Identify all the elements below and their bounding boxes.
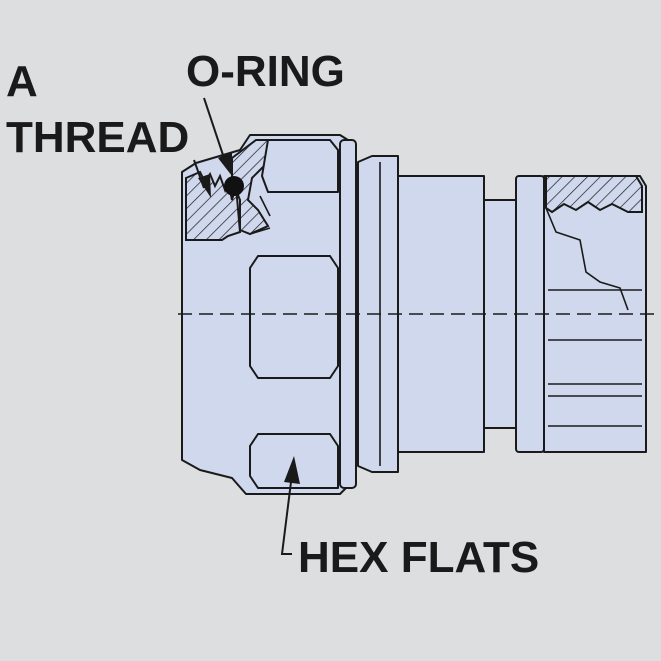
label-hex-flats: HEX FLATS — [298, 533, 539, 582]
hex-flat-middle — [249, 255, 339, 379]
hex-flats-leader-arrow — [280, 456, 300, 555]
label-o-ring: O-RING — [186, 47, 345, 96]
hex-flat-upper — [261, 139, 339, 193]
oring-leader-arrow — [203, 97, 232, 176]
inner-bore-profile — [545, 207, 629, 311]
o-ring — [224, 176, 244, 196]
label-thread: THREAD — [6, 113, 189, 162]
label-a: A — [6, 57, 38, 106]
thread-leader-arrow — [193, 159, 211, 198]
tube-end-wall-hatch — [545, 175, 643, 214]
